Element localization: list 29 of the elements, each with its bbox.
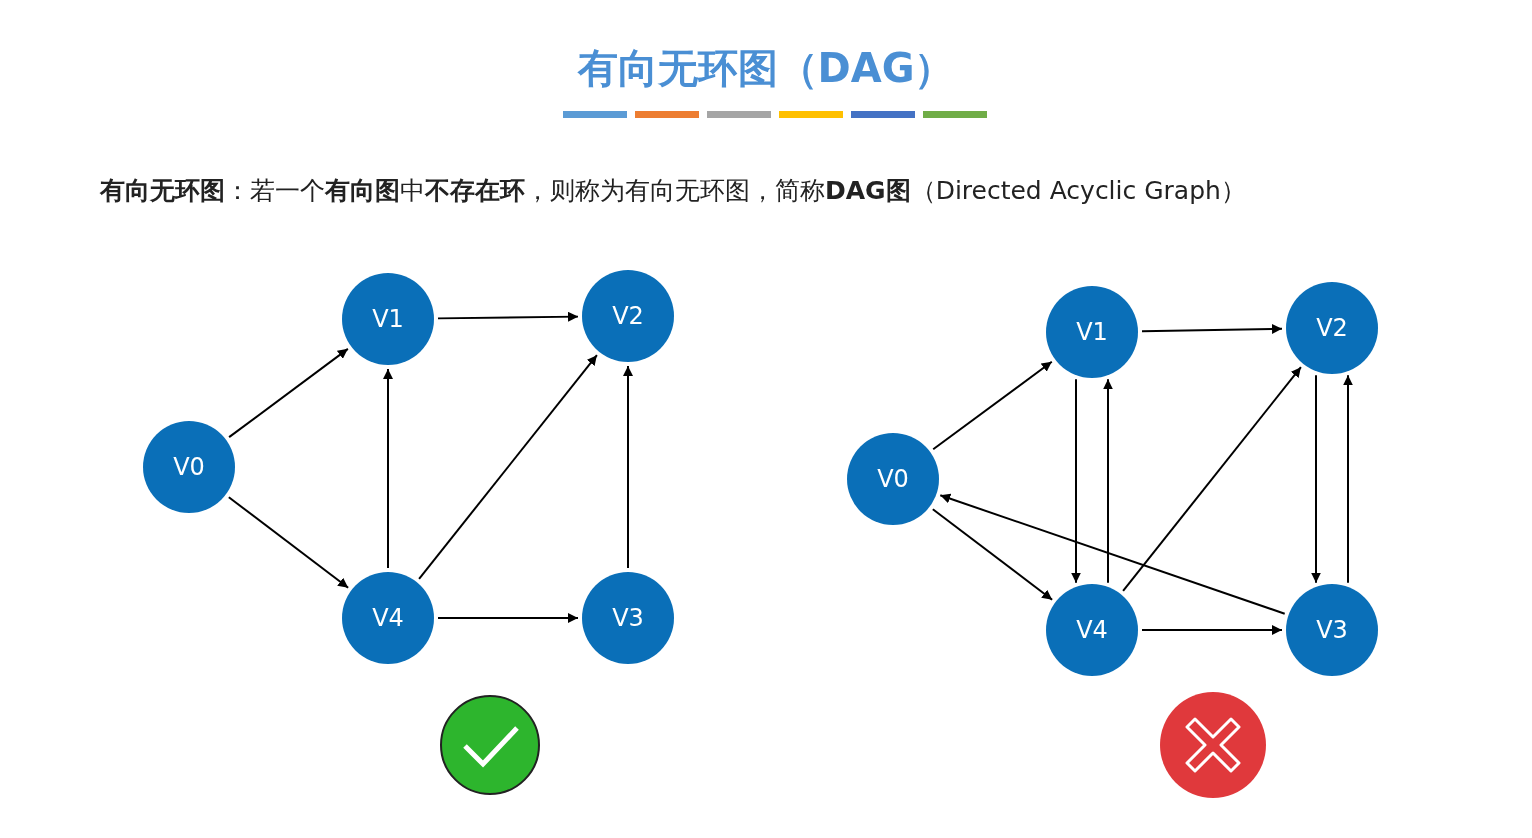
arrow: [418, 354, 598, 580]
vertex-label: V2: [1316, 313, 1348, 344]
arrow: [227, 496, 350, 589]
arrow: [1071, 378, 1081, 584]
arrow: [383, 368, 393, 569]
arrow: [228, 347, 349, 439]
vertex-label: V0: [877, 464, 909, 495]
arrow: [1122, 366, 1302, 592]
arrow: [437, 311, 579, 322]
vertex-label: V4: [1076, 615, 1108, 646]
vertex-label: V4: [372, 603, 404, 634]
arrow: [931, 508, 1054, 601]
vertex-label: V1: [372, 304, 404, 335]
vertex-label: V3: [612, 603, 644, 634]
arrow: [1103, 378, 1113, 584]
arrow: [623, 365, 633, 569]
arrow: [1343, 374, 1353, 584]
vertex-label: V3: [1316, 615, 1348, 646]
arrow: [437, 613, 579, 623]
arrow: [939, 493, 1286, 615]
vertex-label: V1: [1076, 317, 1108, 348]
arrow: [932, 360, 1053, 451]
arrow: [1311, 374, 1321, 584]
vertex-label: V2: [612, 301, 644, 332]
title: 有向无环图（DAG）: [576, 44, 956, 93]
arrow: [1141, 625, 1283, 635]
vertex-label: V0: [173, 452, 205, 483]
arrow: [1141, 324, 1283, 334]
definition-text: 有向无环图：若一个有向图中不存在环，则称为有向无环图，简称DAG图（Directed Acyclic Graph）: [100, 175, 1246, 207]
